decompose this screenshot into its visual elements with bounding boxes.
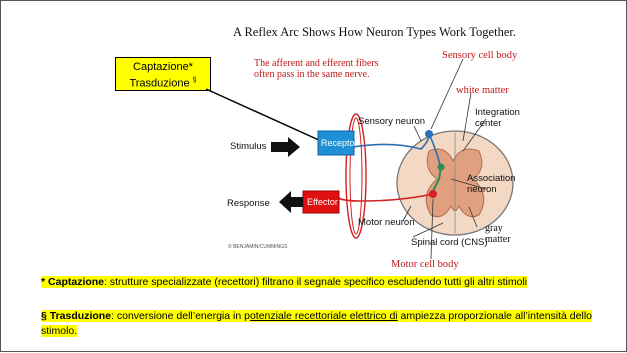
integration-center-label: Integration center — [475, 107, 520, 129]
callout-trasduzione: Trasduzione § — [129, 77, 197, 90]
white-matter-label: white matter — [456, 85, 509, 96]
motor-cell-body-label: Motor cell body — [391, 259, 459, 270]
sensory-cell-body — [425, 130, 433, 138]
motor-neuron-fiber — [336, 193, 434, 202]
response-arrow — [279, 191, 303, 213]
association-neuron-label: Association neuron — [467, 173, 516, 195]
callout-box: Captazione* Trasduzione § — [115, 57, 211, 91]
motor-neuron-label: Motor neuron — [358, 217, 415, 228]
gray-matter-label: gray matter — [485, 223, 511, 245]
trasduzione-definition: § Trasduzione: conversione dell’energia … — [41, 310, 592, 337]
association-neuron-fiber — [432, 166, 442, 192]
diagram-title: A Reflex Arc Shows How Neuron Types Work… — [233, 25, 516, 39]
spinal-cord-label: Spinal cord (CNS) — [411, 237, 488, 248]
response-label: Response — [227, 198, 270, 209]
afferent-efferent-note: The afferent and efferent fibers often p… — [254, 58, 379, 80]
nerve-loop — [345, 113, 367, 239]
stimulus-label: Stimulus — [230, 141, 267, 152]
receptor-label: Receptor — [321, 138, 358, 148]
callout-pointer — [205, 88, 322, 142]
sensory-cell-body-label: Sensory cell body — [442, 50, 518, 61]
effector-label: Effector — [307, 197, 338, 207]
callout-captazione: Captazione* — [133, 61, 193, 73]
stimulus-arrow — [271, 137, 300, 157]
sensory-neuron-label: Sensory neuron — [358, 116, 426, 127]
captazione-definition: * Captazione: strutture specializzate (r… — [41, 276, 528, 288]
copyright-text: © BENJAMIN/CUMMINGS — [228, 244, 288, 250]
receptor-box — [317, 130, 355, 156]
